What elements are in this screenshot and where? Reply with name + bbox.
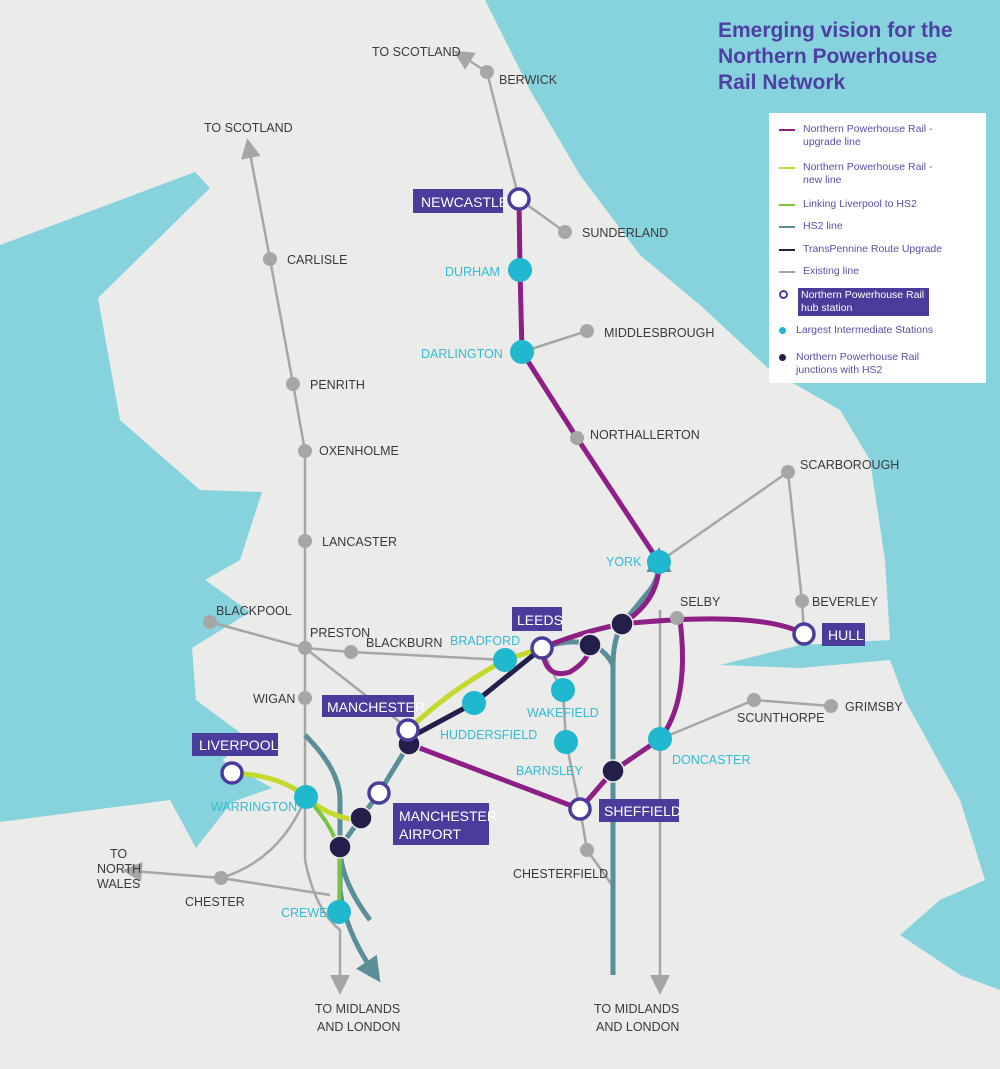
legend-npr-upgrade: Northern Powerhouse Rail - upgrade line: [779, 123, 949, 149]
intermediate-icon: [779, 327, 786, 334]
label-chester: CHESTER: [185, 895, 245, 909]
legend-transpennine: TransPennine Route Upgrade: [779, 243, 942, 256]
label-selby: SELBY: [680, 595, 721, 609]
label-huddersfield: HUDDERSFIELD: [440, 728, 537, 742]
label-blackburn: BLACKBURN: [366, 636, 442, 650]
hub-icon: [779, 290, 788, 299]
title-line-2: Northern Powerhouse: [718, 45, 938, 68]
swatch: [779, 129, 795, 131]
intermediate-labels: DURHAM DARLINGTON YORK BRADFORD WAKEFIEL…: [211, 265, 750, 920]
label-to-scotland-west: TO SCOTLAND: [204, 121, 293, 135]
hub-stations: [220, 187, 816, 821]
label-to-scotland-east: TO SCOTLAND: [372, 45, 461, 59]
legend-label: HS2 line: [803, 220, 843, 232]
label-crewe: CREWE: [281, 906, 328, 920]
label-sunderland: SUNDERLAND: [582, 226, 668, 240]
swatch: [779, 249, 795, 251]
map-title: Emerging vision for the Northern Powerho…: [718, 18, 953, 96]
legend-label: TransPennine Route Upgrade: [803, 243, 943, 255]
legend-label: Northern Powerhouse Rail hub station: [798, 288, 929, 316]
legend-label: Linking Liverpool to HS2: [803, 198, 917, 210]
label-warrington: WARRINGTON: [211, 800, 297, 814]
existing-labels: BERWICK SUNDERLAND MIDDLESBROUGH NORTHAL…: [185, 73, 903, 909]
legend-label: Northern Powerhouse Rail - upgrade line: [803, 123, 933, 148]
label-to-north-wales-2: NORTH: [97, 862, 141, 876]
legend: Northern Powerhouse Rail - upgrade line …: [769, 113, 986, 383]
intermediate-stations: [294, 258, 672, 924]
label-wigan: WIGAN: [253, 692, 295, 706]
swatch: [779, 271, 795, 273]
label-blackpool: BLACKPOOL: [216, 604, 292, 618]
destination-labels: TO SCOTLAND TO SCOTLAND TO NORTH WALES T…: [97, 45, 679, 1034]
label-durham: DURHAM: [445, 265, 500, 279]
label-manchester-airport-2: AIRPORT: [399, 826, 461, 842]
swatch: [779, 226, 795, 228]
label-newcastle: NEWCASTLE: [421, 194, 508, 210]
label-london-west-2: AND LONDON: [317, 1020, 400, 1034]
label-scunthorpe: SCUNTHORPE: [737, 711, 825, 725]
legend-label: Existing line: [803, 265, 860, 277]
label-penrith: PENRITH: [310, 378, 365, 392]
label-london-east-2: AND LONDON: [596, 1020, 679, 1034]
label-wakefield: WAKEFIELD: [527, 706, 599, 720]
swatch: [779, 204, 795, 206]
legend-hub: Northern Powerhouse Rail hub station: [779, 288, 929, 316]
hs2-junctions: [328, 612, 634, 859]
label-manchester: MANCHESTER: [327, 699, 425, 715]
label-carlisle: CARLISLE: [287, 253, 347, 267]
label-grimsby: GRIMSBY: [845, 700, 903, 714]
label-manchester-airport-1: MANCHESTER: [399, 808, 497, 824]
title-line-1: Emerging vision for the: [718, 19, 953, 42]
label-liverpool: LIVERPOOL: [199, 737, 279, 753]
label-leeds: LEEDS: [517, 612, 563, 628]
label-to-north-wales-3: WALES: [97, 877, 140, 891]
label-london-east-1: TO MIDLANDS: [594, 1002, 679, 1016]
label-sheffield: SHEFFIELD: [604, 803, 681, 819]
legend-junction: Northern Powerhouse Rail junctions with …: [779, 351, 939, 377]
label-york: YORK: [606, 555, 642, 569]
label-bradford: BRADFORD: [450, 634, 520, 648]
legend-label: Northern Powerhouse Rail - new line: [803, 161, 933, 186]
label-scarborough: SCARBOROUGH: [800, 458, 899, 472]
hub-labels: NEWCASTLE LEEDS MANCHESTER LIVERPOOL MAN…: [192, 189, 865, 845]
label-oxenholme: OXENHOLME: [319, 444, 399, 458]
legend-npr-new: Northern Powerhouse Rail - new line: [779, 161, 949, 187]
swatch: [779, 167, 795, 169]
title-line-3: Rail Network: [718, 71, 846, 94]
label-beverley: BEVERLEY: [812, 595, 879, 609]
label-preston: PRESTON: [310, 626, 370, 640]
existing-stations: [203, 65, 838, 885]
legend-hs2: HS2 line: [779, 220, 843, 233]
junction-icon: [779, 354, 786, 361]
legend-existing: Existing line: [779, 265, 859, 278]
legend-intermediate: Largest Intermediate Stations: [779, 324, 933, 337]
label-to-north-wales-1: TO: [110, 847, 127, 861]
label-lancaster: LANCASTER: [322, 535, 397, 549]
label-barnsley: BARNSLEY: [516, 764, 583, 778]
label-hull: HULL: [828, 627, 864, 643]
label-northallerton: NORTHALLERTON: [590, 428, 700, 442]
label-middlesbrough: MIDDLESBROUGH: [604, 326, 714, 340]
legend-liverpool-hs2: Linking Liverpool to HS2: [779, 198, 917, 211]
label-doncaster: DONCASTER: [672, 753, 750, 767]
legend-label: Largest Intermediate Stations: [796, 324, 934, 336]
label-darlington: DARLINGTON: [421, 347, 503, 361]
label-berwick: BERWICK: [499, 73, 558, 87]
legend-label: Northern Powerhouse Rail junctions with …: [796, 351, 920, 376]
label-london-west-1: TO MIDLANDS: [315, 1002, 400, 1016]
label-chesterfield: CHESTERFIELD: [513, 867, 608, 881]
